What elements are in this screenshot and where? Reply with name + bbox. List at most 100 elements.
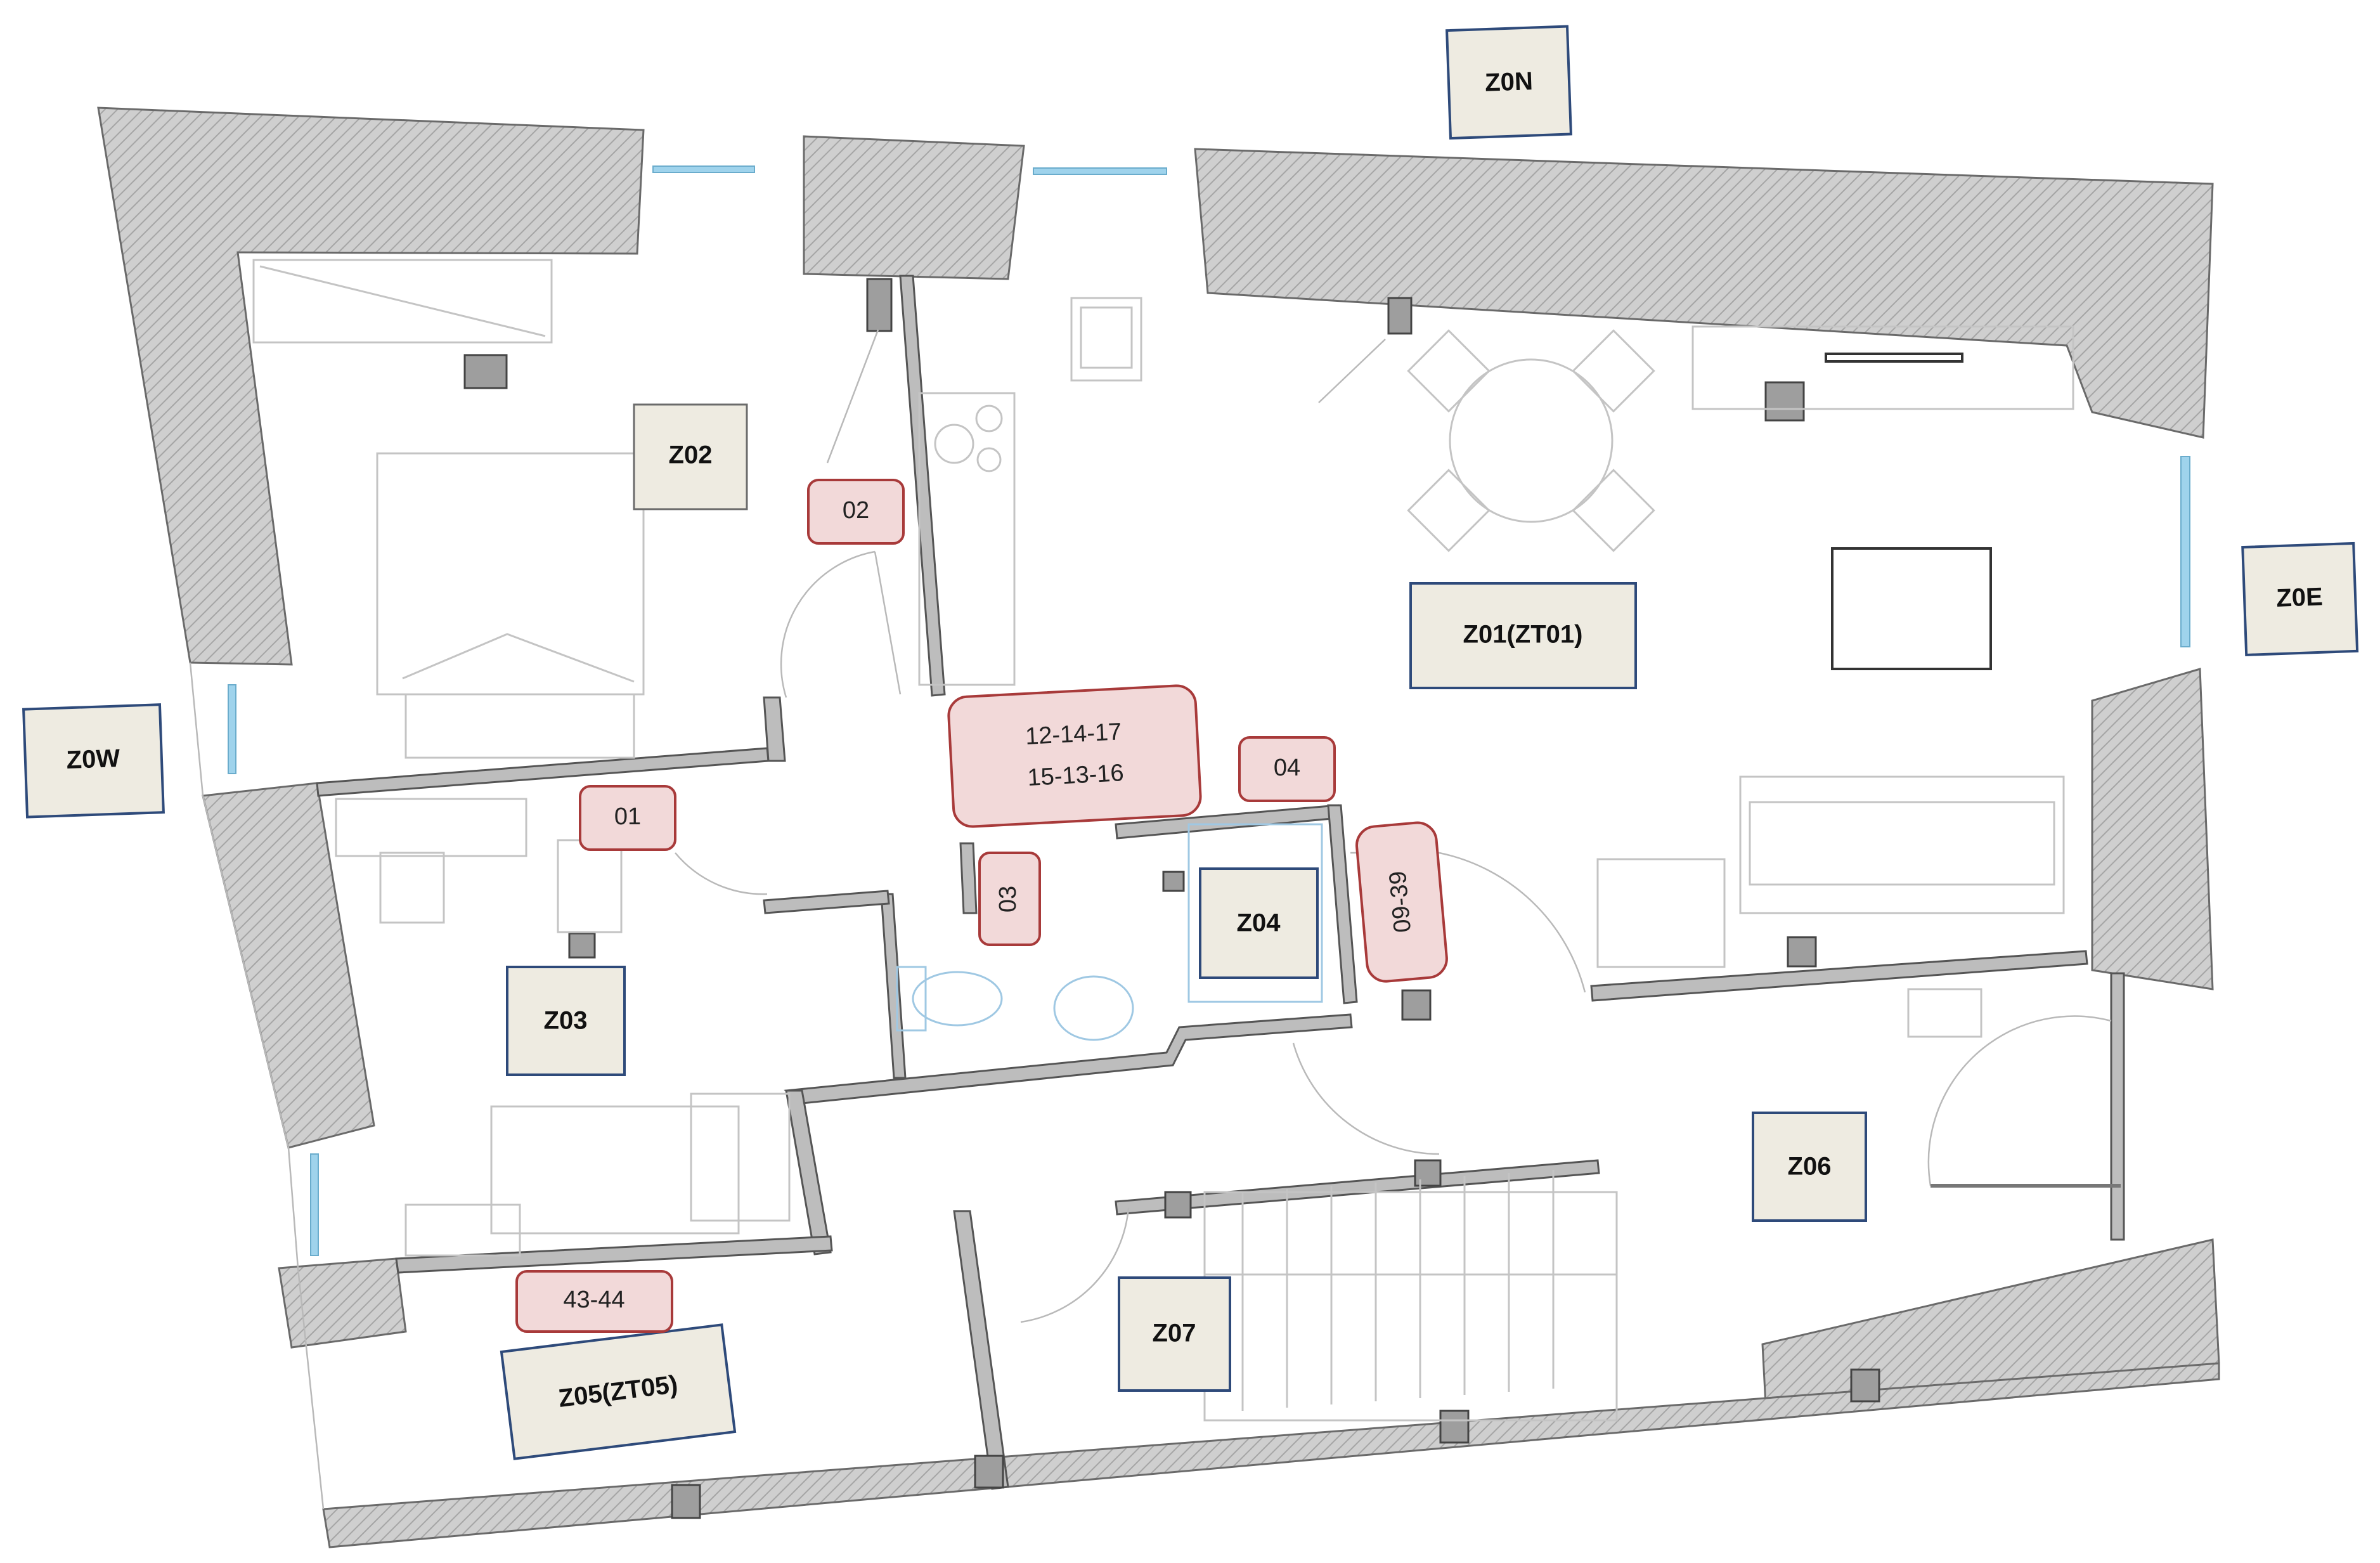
living-rug bbox=[1831, 547, 1992, 670]
hob-1 bbox=[934, 424, 974, 464]
sofa bbox=[1739, 775, 2065, 914]
door-bedroom-leaf bbox=[874, 551, 902, 695]
door-z07 bbox=[1292, 1042, 1440, 1155]
kitchen-sink-basin bbox=[1080, 306, 1133, 369]
door-z03 bbox=[675, 852, 768, 895]
window-west-1 bbox=[228, 684, 236, 774]
door-bedroom bbox=[780, 550, 876, 698]
armchair bbox=[1596, 858, 1726, 968]
window-north-2 bbox=[1033, 167, 1167, 175]
hob-3 bbox=[976, 447, 1002, 472]
sofa-seat bbox=[1749, 801, 2055, 886]
chair-1 bbox=[1407, 329, 1491, 413]
wall-bottom bbox=[322, 1362, 2220, 1548]
interior-walls bbox=[316, 275, 2125, 1490]
zone-z05[interactable]: Z05(ZT05) bbox=[500, 1323, 737, 1460]
kitchen-sink bbox=[1070, 297, 1142, 382]
door-entry bbox=[1927, 1015, 2112, 1186]
pillar-13 bbox=[1764, 381, 1805, 422]
marker-03[interactable]: 03 bbox=[978, 852, 1041, 946]
marker-group-line2: 15-13-16 bbox=[1027, 760, 1125, 791]
markers[interactable]: 02 01 12-14-17 15-13-16 04 03 09-39 43-4… bbox=[515, 479, 1449, 1333]
door-bottom bbox=[1020, 1207, 1130, 1323]
marker-01-label: 01 bbox=[614, 803, 641, 830]
wall-entry-right bbox=[2110, 972, 2125, 1241]
marker-09-39[interactable]: 09-39 bbox=[1355, 821, 1449, 983]
wall-top-left bbox=[97, 107, 645, 666]
bed-main-fold bbox=[402, 633, 635, 683]
window-north-1 bbox=[652, 165, 755, 173]
pillar-12 bbox=[463, 354, 508, 389]
zone-z07[interactable]: Z07 bbox=[1118, 1276, 1231, 1392]
zone-z06-label: Z06 bbox=[1788, 1153, 1832, 1181]
wall-corridor-left bbox=[763, 696, 786, 762]
pillars bbox=[463, 278, 1880, 1519]
shower-tray bbox=[1187, 823, 1323, 1003]
zone-z06[interactable]: Z06 bbox=[1752, 1112, 1867, 1222]
marker-04[interactable]: 04 bbox=[1238, 736, 1336, 802]
wall-living-bottom bbox=[1590, 950, 2088, 1002]
wall-top-middle bbox=[803, 135, 1025, 280]
windows bbox=[228, 165, 2190, 1256]
pillar-11 bbox=[1850, 1368, 1880, 1403]
marker-group-line1: 12-14-17 bbox=[1025, 718, 1122, 750]
wall-bed2-bottom bbox=[395, 1235, 833, 1274]
door-top-1 bbox=[826, 329, 879, 464]
washbasin bbox=[1053, 975, 1134, 1041]
wall-bedroom-bottom bbox=[316, 747, 770, 797]
wall-bed2-right bbox=[785, 1089, 832, 1255]
bed-second-side bbox=[690, 1093, 791, 1222]
zone-z0w[interactable]: Z0W bbox=[22, 703, 165, 819]
marker-01[interactable]: 01 bbox=[579, 785, 676, 851]
pillar-7 bbox=[1414, 1159, 1442, 1187]
zone-z01[interactable]: Z01(ZT01) bbox=[1409, 582, 1637, 689]
wall-wc bbox=[959, 842, 978, 914]
pillar-14 bbox=[1162, 871, 1185, 892]
chair-2 bbox=[1572, 329, 1655, 413]
marker-43-44[interactable]: 43-44 bbox=[515, 1270, 673, 1333]
wall-left-bottom bbox=[278, 1257, 407, 1349]
marker-09-39-label: 09-39 bbox=[1385, 870, 1416, 933]
marker-04-label: 04 bbox=[1274, 755, 1300, 781]
wall-bedroom-kitchen bbox=[899, 275, 946, 697]
zone-labels[interactable]: Z0N Z0E Z0W Z01(ZT01) Z02 Z03 Z04 Z05(Z bbox=[22, 25, 2359, 1460]
entry-steps bbox=[1907, 988, 1982, 1038]
staircase bbox=[1203, 1170, 1618, 1422]
pillar-8 bbox=[671, 1484, 701, 1519]
zone-z0e[interactable]: Z0E bbox=[2241, 542, 2359, 656]
bed-main bbox=[376, 452, 645, 696]
zone-z03-label: Z03 bbox=[544, 1007, 588, 1035]
bed-second bbox=[490, 1105, 740, 1235]
chair-4 bbox=[1572, 469, 1655, 552]
zone-z02-label: Z02 bbox=[669, 441, 713, 469]
zone-z03[interactable]: Z03 bbox=[506, 966, 626, 1076]
zone-z0n[interactable]: Z0N bbox=[1445, 25, 1572, 140]
desk bbox=[335, 798, 527, 857]
wardrobe-diag bbox=[259, 265, 546, 337]
chair-3 bbox=[1407, 469, 1491, 552]
zone-z07-label: Z07 bbox=[1153, 1320, 1196, 1347]
pillar-4 bbox=[1401, 989, 1432, 1021]
bed-second-foot bbox=[404, 1203, 521, 1257]
marker-02[interactable]: 02 bbox=[807, 479, 905, 545]
toilet-tank bbox=[896, 966, 927, 1032]
furniture bbox=[252, 259, 2121, 1422]
hob-2 bbox=[975, 405, 1003, 432]
wall-z07-left bbox=[953, 1210, 1009, 1490]
pillar-1 bbox=[866, 278, 893, 332]
pillar-10 bbox=[1439, 1410, 1470, 1444]
wardrobe-top bbox=[252, 259, 553, 344]
marker-43-44-label: 43-44 bbox=[563, 1287, 624, 1313]
zone-z02[interactable]: Z02 bbox=[633, 403, 748, 510]
window-east bbox=[2180, 456, 2190, 647]
zone-z0w-label: Z0W bbox=[66, 744, 120, 774]
zone-z0e-label: Z0E bbox=[2276, 583, 2324, 613]
kitchen-counter bbox=[918, 392, 1016, 686]
pillar-9 bbox=[974, 1455, 1004, 1489]
marker-group[interactable]: 12-14-17 15-13-16 bbox=[947, 684, 1202, 828]
dining-table bbox=[1449, 358, 1614, 523]
tv-unit bbox=[1825, 353, 1963, 363]
zone-z04[interactable]: Z04 bbox=[1199, 867, 1319, 979]
tv-area bbox=[1691, 325, 2074, 410]
